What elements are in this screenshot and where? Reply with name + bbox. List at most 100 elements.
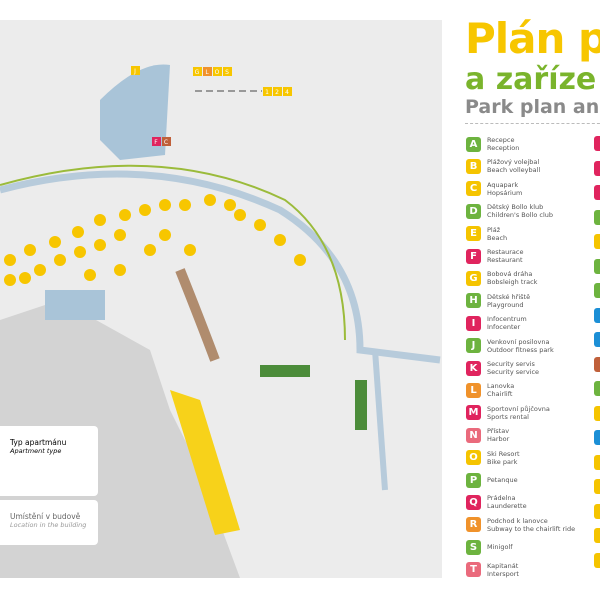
apartment-marker[interactable] <box>159 199 171 211</box>
apartment-marker[interactable] <box>84 269 96 281</box>
promenade <box>175 268 220 362</box>
legend-label-cz: Security servis <box>487 360 535 368</box>
legend-label-cz: Ski Resort <box>487 449 520 458</box>
legend-badge-right <box>594 503 600 519</box>
apartment-marker[interactable] <box>159 229 171 241</box>
legend-label-cz: Sportovní půjčovna <box>487 404 550 413</box>
legend-label-cz: Dětský Bollo klub <box>487 203 544 212</box>
legend-badge-right <box>594 283 600 298</box>
legend-item-p: P Petanque <box>466 470 518 490</box>
apartment-marker[interactable] <box>4 274 16 286</box>
title-line-2: a zaříze <box>465 62 597 97</box>
legend-badge-right <box>594 381 600 396</box>
apartment-marker[interactable] <box>254 219 266 231</box>
legend-label-en: Subway to the chairlift ride <box>487 524 576 533</box>
marker-j[interactable] <box>131 66 140 75</box>
legend-badge-right <box>594 528 600 543</box>
legend-badge-right <box>594 160 600 176</box>
apartment-marker[interactable] <box>114 264 126 276</box>
apartment-marker[interactable] <box>144 244 156 256</box>
location-box: Umístění v budově Location in the buildi… <box>0 500 98 545</box>
legend-badge: H <box>466 293 481 309</box>
legend-badge-right <box>594 209 600 225</box>
legend-label-cz: Kapitanát <box>487 561 519 570</box>
green-building <box>260 365 310 377</box>
legend-label-cz: Aquapark <box>487 180 519 189</box>
parking-lot <box>100 64 170 160</box>
apartment-marker[interactable] <box>24 244 36 256</box>
apartment-marker[interactable] <box>94 214 106 226</box>
apartment-marker[interactable] <box>49 236 61 248</box>
apartment-marker[interactable] <box>4 254 16 266</box>
legend-badge-right <box>594 136 600 151</box>
apartment-marker[interactable] <box>184 244 196 256</box>
apartment-marker[interactable] <box>114 229 126 241</box>
legend-badge: L <box>466 382 481 398</box>
legend-badge-right <box>594 185 600 200</box>
legend-label-cz: Infocentrum <box>487 315 527 324</box>
apartment-marker[interactable] <box>179 199 191 211</box>
legend-label-cz: Bobová dráha <box>487 270 533 279</box>
legend-label-en: Chairlift <box>487 390 513 399</box>
apartment-marker[interactable] <box>72 226 84 238</box>
title-line-1: Plán p <box>465 14 600 63</box>
marker-label: G <box>195 69 200 76</box>
legend-badge: P <box>466 472 481 488</box>
legend-label-cz: Podchod k lanovce <box>487 516 548 525</box>
apartment-marker[interactable] <box>224 199 236 211</box>
legend-badge: Q <box>466 494 481 510</box>
legend-label-cz: Prádelna <box>487 494 516 503</box>
apartment-marker[interactable] <box>74 246 86 258</box>
apartment-marker[interactable] <box>94 239 106 251</box>
apartment-marker[interactable] <box>234 209 246 221</box>
marker-label: 1 <box>265 89 269 96</box>
legend-badge: T <box>466 562 481 578</box>
building-hall <box>45 290 105 320</box>
marker-f[interactable] <box>152 137 161 146</box>
legend-label-cz: Lanovka <box>487 382 515 391</box>
apartment-marker[interactable] <box>294 254 306 266</box>
green-building <box>355 380 367 430</box>
legend-label-cz: Petanque <box>487 476 518 484</box>
legend-badge-right <box>594 234 600 249</box>
legend-badge: S <box>466 539 481 555</box>
legend-label-cz: Venkovní posilovna <box>487 337 550 346</box>
box-subtitle: Apartment type <box>10 447 62 455</box>
marker-group-right: 1 2 4 <box>263 87 292 96</box>
apartment-marker[interactable] <box>54 254 66 266</box>
legend-label-en: Beach <box>487 233 508 242</box>
apartment-marker[interactable] <box>119 209 131 221</box>
apartment-marker[interactable] <box>19 272 31 284</box>
legend-badge: E <box>466 226 481 242</box>
green-path <box>0 164 346 341</box>
apartment-marker[interactable] <box>34 264 46 276</box>
box-subtitle: Location in the building <box>10 521 87 529</box>
apartment-marker[interactable] <box>139 204 151 216</box>
legend-badge: C <box>466 181 481 197</box>
apartment-marker[interactable] <box>274 234 286 246</box>
marker-c[interactable] <box>162 137 171 146</box>
marker-label: O <box>215 69 220 76</box>
apartment-marker[interactable] <box>204 194 216 206</box>
legend-badge: R <box>466 517 481 533</box>
